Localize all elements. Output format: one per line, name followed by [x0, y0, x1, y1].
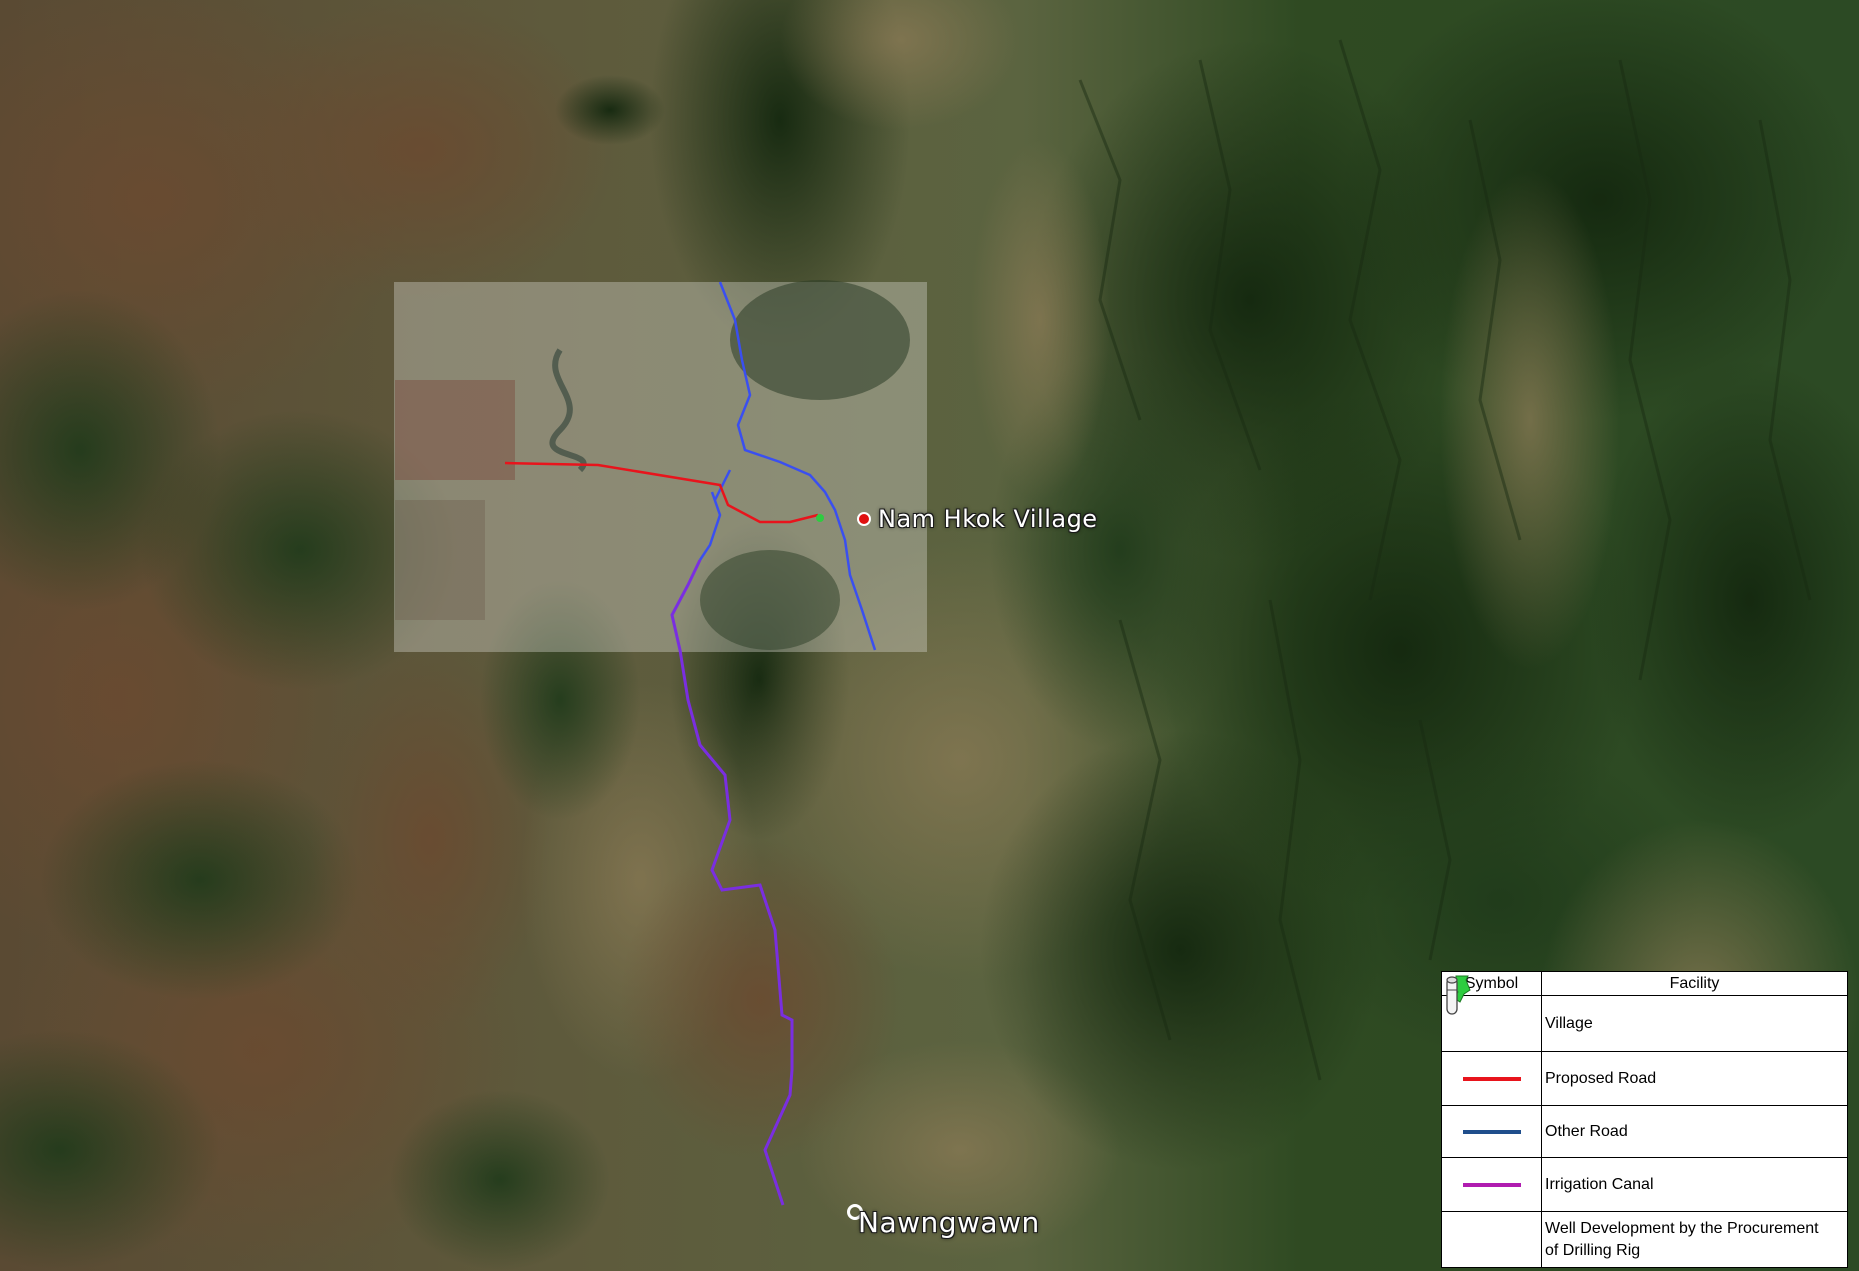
place-label-nawngwawn: Nawngwawn	[858, 1206, 1040, 1239]
other-road-line	[698, 281, 877, 651]
village-pin-icon[interactable]	[816, 514, 824, 522]
terrain-mountains	[970, 0, 1859, 1180]
legend-row-well: Well Development by the Procurement of D…	[1442, 976, 1847, 1267]
terrain-central	[480, 0, 1180, 1260]
map-legend: Symbol Facility Village Proposed Road Ot…	[1441, 971, 1848, 1268]
irrigation-canal-line	[670, 559, 794, 1206]
legend-header-symbol: Symbol	[1442, 972, 1542, 995]
legend-row-irrigation-canal: Irrigation Canal	[1442, 1158, 1847, 1212]
legend-row-proposed-road: Proposed Road	[1442, 1052, 1847, 1106]
nam-hkok-marker[interactable]	[857, 512, 871, 526]
proposed-road-swatch	[1462, 1076, 1521, 1081]
legend-label-village: Village	[1545, 1014, 1593, 1032]
legend-label-well-line1: Well Development by the Procurement	[1545, 1219, 1819, 1237]
proposed-road-line	[504, 461, 819, 524]
project-area-detail	[395, 280, 910, 650]
legend-header: Symbol Facility	[1442, 972, 1847, 996]
legend-row-other-road: Other Road	[1442, 1106, 1847, 1158]
irrigation-canal-swatch	[1462, 1182, 1521, 1187]
legend-label-irrigation-canal: Irrigation Canal	[1545, 1175, 1654, 1193]
legend-row-village: Village	[1442, 975, 1847, 1052]
terrain-west	[0, 0, 665, 1270]
place-label-nam-hkok: Nam Hkok Village	[878, 505, 1098, 533]
legend-label-other-road: Other Road	[1545, 1122, 1628, 1140]
other-road-swatch	[1462, 1129, 1521, 1134]
ridge-texture	[1078, 39, 1812, 1081]
legend-header-facility: Facility	[1669, 974, 1720, 992]
nawngwawn-marker[interactable]	[847, 1204, 863, 1220]
legend-label-well-line2: of Drilling Rig	[1545, 1241, 1641, 1259]
well-icon	[1446, 976, 1458, 1015]
legend-label-proposed-road: Proposed Road	[1545, 1069, 1657, 1087]
